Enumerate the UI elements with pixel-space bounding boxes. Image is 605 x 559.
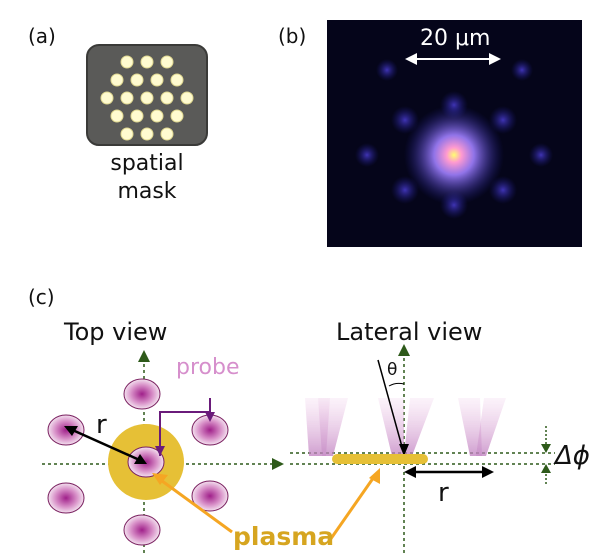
plasma-slab [332, 454, 428, 464]
micrograph-glow [355, 53, 553, 219]
theta-label: θ [387, 360, 398, 380]
theta-line [377, 359, 405, 455]
lateral-beam [476, 398, 506, 456]
probe-spot [123, 378, 161, 410]
plasma-arrow-top [157, 476, 233, 534]
plasma-label: plasma [233, 522, 335, 551]
top-view-title: Top view [64, 318, 168, 346]
lateral-view-title: Lateral view [336, 318, 483, 346]
plasma-arrow-lateral [328, 473, 378, 541]
mask-caption-line1: spatial [110, 151, 184, 176]
probe-spot [47, 414, 85, 446]
mask-caption-line2: mask [117, 179, 177, 204]
panel-label-c: (c) [28, 285, 55, 309]
probe-label: probe [176, 355, 240, 380]
mask-caption: spatial mask [77, 150, 217, 206]
lateral-beam [378, 398, 404, 456]
panel-label-a: (a) [28, 24, 56, 48]
scale-bar-label: 20 μm [420, 26, 491, 51]
probe-spot [191, 480, 229, 512]
probe-spot [127, 446, 165, 478]
r-label-top: r [96, 410, 107, 440]
r-label-lateral: r [438, 478, 449, 508]
probe-spot [123, 514, 161, 546]
panel-label-b: (b) [278, 24, 307, 48]
lateral-beam [318, 398, 348, 456]
probe-micrograph: 20 μm [327, 20, 582, 247]
lateral-beam [404, 398, 434, 456]
probe-spot [47, 482, 85, 514]
spatial-mask-image [86, 44, 208, 146]
r-arrow-top [67, 426, 145, 464]
delta-phi-label: Δϕ [555, 441, 590, 471]
lateral-beam [458, 398, 482, 456]
